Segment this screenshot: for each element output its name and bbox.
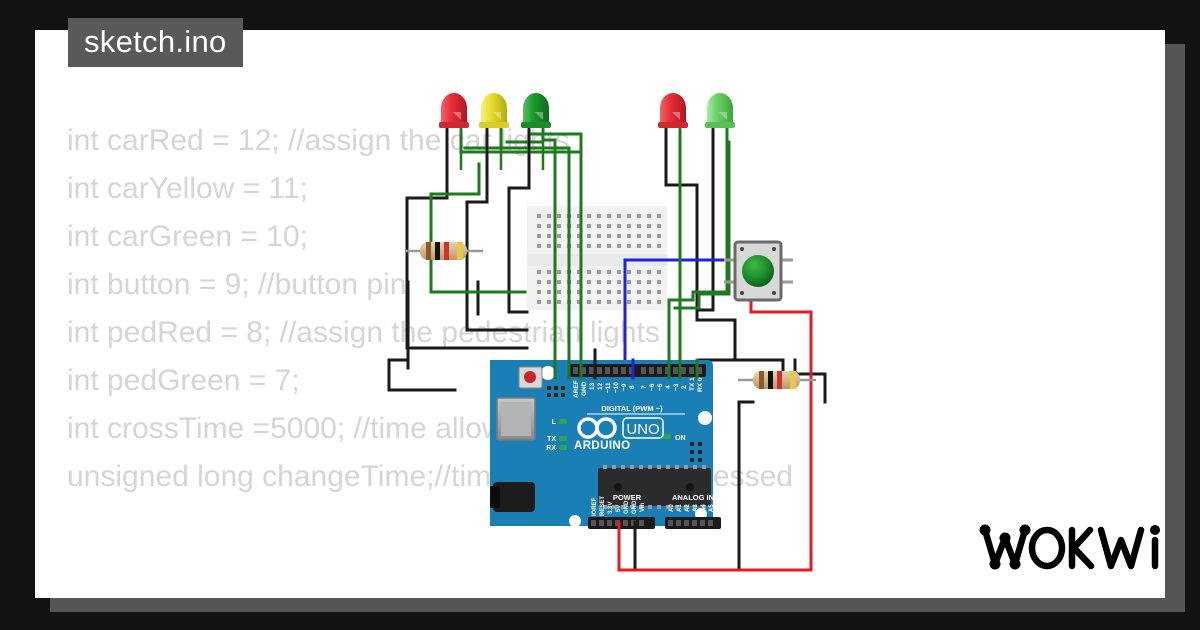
board-brand-label: ARDUINO xyxy=(574,440,630,452)
wire-ground-car-red xyxy=(405,128,529,350)
svg-text:~11: ~11 xyxy=(605,382,612,393)
svg-text:L: L xyxy=(552,419,557,426)
wire-ground-ped-green xyxy=(695,128,715,312)
svg-text:ON: ON xyxy=(675,435,686,442)
svg-text:GND: GND xyxy=(632,500,638,514)
svg-text:RESET: RESET xyxy=(600,496,606,516)
svg-text:A2: A2 xyxy=(685,504,691,512)
circuit-diagram: AREF GND 13 12 ~11 ~10 ~9 8 7 ~6 ~5 4 ~3… xyxy=(387,93,827,572)
svg-text:RX: RX xyxy=(546,445,556,452)
sketch-canvas: int carRed = 12; //assign the car lights… xyxy=(35,30,1165,598)
wire-green-ped-join xyxy=(673,292,701,310)
svg-text:~10: ~10 xyxy=(613,382,620,393)
green-pushbutton[interactable] xyxy=(724,240,793,302)
svg-text:A4: A4 xyxy=(701,504,707,512)
svg-text:5V: 5V xyxy=(616,505,622,512)
wire-green-top-link-3 xyxy=(529,132,583,154)
arduino-uno-board[interactable]: AREF GND 13 12 ~11 ~10 ~9 8 7 ~6 ~5 4 ~3… xyxy=(490,360,721,529)
power-header-label: POWER xyxy=(613,493,642,502)
svg-text:TX 1: TX 1 xyxy=(689,377,696,391)
svg-text:Vin: Vin xyxy=(640,502,646,512)
wire-green-ped-drop xyxy=(697,140,731,296)
wire-ground-lower-left xyxy=(387,368,457,392)
svg-text:A5: A5 xyxy=(709,504,715,512)
svg-text:2: 2 xyxy=(681,385,688,389)
wire-green-left-drop xyxy=(429,162,527,294)
wokwi-logo-svg xyxy=(979,524,1160,570)
wire-bundle xyxy=(387,128,827,572)
mini-breadboard[interactable] xyxy=(527,206,667,310)
car-green-led[interactable] xyxy=(521,93,551,170)
file-tab-sketch-ino[interactable]: sketch.ino xyxy=(68,18,243,67)
svg-text:3.3V: 3.3V xyxy=(608,502,614,514)
svg-text:~6: ~6 xyxy=(649,383,656,391)
svg-text:A0: A0 xyxy=(669,504,675,512)
digital-header-label: DIGITAL (PWM ~) xyxy=(601,404,663,413)
wire-ground-car-yellow xyxy=(465,128,529,332)
car-red-led[interactable] xyxy=(439,93,469,170)
wire-power-button-to-5v xyxy=(617,280,813,572)
svg-text:13: 13 xyxy=(589,382,596,390)
svg-text:12: 12 xyxy=(597,382,604,390)
resistor-left[interactable] xyxy=(405,242,483,260)
svg-text:~3: ~3 xyxy=(673,383,680,391)
analog-header-label: ANALOG IN xyxy=(672,493,714,502)
svg-text:GND: GND xyxy=(581,381,588,396)
board-name-label: UNO xyxy=(626,421,659,438)
svg-text:A3: A3 xyxy=(693,504,699,512)
car-yellow-led[interactable] xyxy=(479,93,509,170)
svg-text:TX: TX xyxy=(547,436,556,443)
svg-text:7: 7 xyxy=(641,385,648,389)
svg-text:4: 4 xyxy=(665,385,672,389)
svg-text:IOREF: IOREF xyxy=(592,497,598,516)
svg-text:RX 0: RX 0 xyxy=(697,377,704,392)
svg-text:8: 8 xyxy=(629,385,636,389)
wire-resistor-left-lead xyxy=(387,280,410,372)
svg-text:~9: ~9 xyxy=(621,383,628,391)
ped-green-led[interactable] xyxy=(705,93,735,170)
svg-text:A1: A1 xyxy=(677,504,683,512)
wire-ground-car-green xyxy=(507,128,531,314)
wire-ground-to-resistor-right xyxy=(737,400,755,502)
svg-text:GND: GND xyxy=(624,500,630,514)
wokwi-logo xyxy=(975,518,1165,583)
ped-red-led[interactable] xyxy=(658,93,688,170)
svg-text:AREF: AREF xyxy=(573,380,580,398)
resistor-right[interactable] xyxy=(738,371,816,389)
svg-text:~5: ~5 xyxy=(657,383,664,391)
